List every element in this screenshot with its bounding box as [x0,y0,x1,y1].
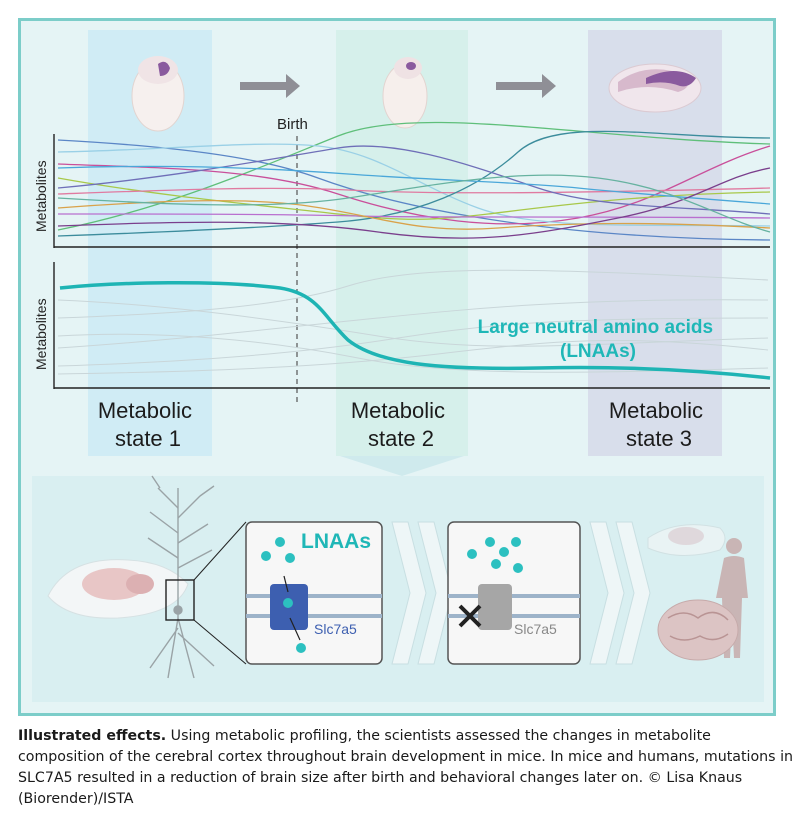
lnaas-title: LNAAs [301,530,371,553]
human-brain-icon [657,599,739,661]
arrow-icon [240,74,300,98]
chevron-right-icon [391,521,453,665]
caption-text: Using metabolic profiling, the scientist… [18,728,793,807]
slc7a5-label: Slc7a5 [514,621,557,637]
metabolite-curve [57,200,771,230]
figure-caption: Illustrated effects. Using metabolic pro… [18,726,793,810]
metabolite-curve [57,145,771,225]
mouse-brain-icon [47,559,189,619]
birth-label: Birth [277,116,308,133]
lower-background-curves [57,269,769,375]
state-3-label: Metabolic state 3 [609,398,709,451]
zoom-line [193,521,247,581]
mutant-transport-panel: Slc7a5 [447,521,581,665]
metabolite-curve [57,145,771,215]
blocked-icon [458,604,482,628]
chevron-right-icon [589,521,651,665]
slc7a5-label: Slc7a5 [314,621,357,637]
newborn-pup-icon [382,57,428,129]
arrow-icon [496,74,556,98]
metabolite-curve [57,167,771,239]
metabolite-curve [57,174,771,233]
figure-illustration: Birth Metabolites Metabolites Large neut… [18,18,776,716]
state-2-label: Metabolic state 2 [351,398,451,451]
lower-y-axis-label: Metabolites [33,298,49,370]
upper-metabolite-curves [57,121,771,241]
wildtype-transport-panel: LNAAs Slc7a5 [245,521,383,665]
chevron-down-icon [340,456,464,476]
embryo-icon [131,56,185,132]
state-1-label: Metabolic state 1 [98,398,198,451]
metabolite-curve [57,177,771,220]
mouse-silhouette-icon [647,524,726,557]
metabolite-curve [57,143,771,227]
metabolite-curve [57,130,771,237]
lnaa-curve [59,280,771,380]
lnaa-curve-label: Large neutral amino acids (LNAAs) [478,317,719,362]
upper-y-axis-label: Metabolites [33,160,49,232]
zoom-line [193,619,247,665]
zoom-box [165,579,195,621]
neuron-icon [147,475,215,679]
metabolite-curve [57,187,771,195]
adult-brain-icon [608,63,702,113]
caption-title: Illustrated effects. [18,728,167,744]
metabolite-curve [57,139,771,241]
metabolite-curve [57,165,771,205]
